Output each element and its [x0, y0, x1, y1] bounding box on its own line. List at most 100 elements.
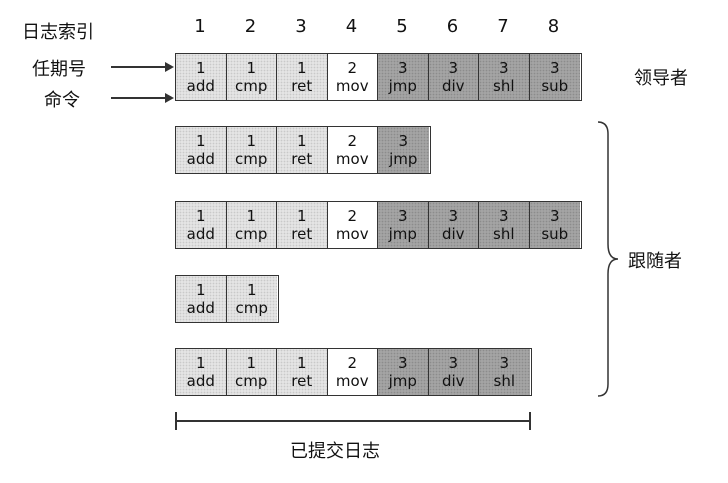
entry-command: add — [186, 150, 215, 168]
entry-term: 1 — [246, 354, 257, 372]
entry-command: cmp — [235, 372, 268, 390]
log-index-8: 8 — [547, 16, 560, 37]
entry-term: 1 — [246, 281, 257, 299]
entry-command: add — [186, 225, 215, 243]
entry-command: shl — [493, 372, 516, 390]
entry-term: 1 — [195, 59, 206, 77]
log-index-1: 1 — [194, 16, 206, 37]
entry-term: 3 — [397, 354, 408, 372]
entry-command: jmp — [388, 77, 417, 95]
entry-command: sub — [541, 225, 569, 243]
entry-command: cmp — [235, 77, 268, 95]
follower-brace — [597, 121, 619, 397]
entry-term: 1 — [296, 354, 307, 372]
entry-term: 3 — [498, 59, 509, 77]
entry-command: sub — [541, 77, 569, 95]
command-arrow — [111, 97, 167, 99]
entry-term: 3 — [498, 207, 509, 225]
term-arrow — [111, 66, 167, 68]
entry-command: mov — [335, 77, 369, 95]
commit-label: 已提交日志 — [290, 441, 380, 462]
entry-term: 1 — [296, 207, 307, 225]
leader-label: 领导者 — [634, 68, 688, 89]
entry-command: add — [186, 372, 215, 390]
commit-range-bar — [175, 420, 530, 422]
entry-term: 3 — [549, 207, 560, 225]
entry-command: shl — [493, 77, 515, 95]
entry-command: shl — [493, 225, 515, 243]
entry-term: 1 — [195, 354, 206, 372]
entry-term: 3 — [398, 132, 409, 150]
entry-command: mov — [335, 225, 369, 243]
entry-command: jmp — [388, 372, 417, 390]
entry-term: 1 — [195, 132, 206, 150]
entry-command: cmp — [235, 225, 268, 243]
entry-term: 3 — [499, 354, 510, 372]
entry-term: 3 — [448, 207, 459, 225]
command-label: 命令 — [44, 90, 80, 111]
entry-term: 1 — [195, 281, 206, 299]
entry-command: add — [186, 299, 215, 317]
entry-term: 3 — [448, 354, 459, 372]
entry-term: 1 — [296, 132, 307, 150]
term-label: 任期号 — [32, 59, 86, 80]
entry-command: div — [441, 77, 465, 95]
entry-command: cmp — [235, 150, 268, 168]
entry-command: div — [441, 225, 465, 243]
entry-term: 1 — [195, 207, 206, 225]
entry-term: 1 — [296, 59, 307, 77]
entry-command: mov — [335, 150, 369, 168]
entry-term: 3 — [549, 59, 560, 77]
entry-term: 3 — [397, 207, 408, 225]
log-index-3: 3 — [295, 16, 307, 37]
entry-command: ret — [291, 150, 313, 168]
entry-term: 1 — [246, 207, 257, 225]
log-index-2: 2 — [244, 16, 257, 37]
entry-command: mov — [335, 372, 369, 390]
log-index-label: 日志索引 — [22, 22, 94, 43]
log-index-4: 4 — [345, 16, 358, 37]
entry-command: ret — [291, 225, 313, 243]
log-index-6: 6 — [446, 16, 459, 37]
entry-term: 3 — [448, 59, 459, 77]
entry-command: jmp — [389, 150, 418, 168]
entry-command: ret — [291, 372, 313, 390]
entry-command: div — [441, 372, 465, 390]
command-arrow-head — [165, 92, 174, 103]
entry-term: 1 — [246, 59, 257, 77]
entry-command: ret — [291, 77, 313, 95]
commit-end-tick — [529, 412, 531, 430]
entry-command: cmp — [235, 299, 268, 317]
entry-term: 1 — [246, 132, 257, 150]
